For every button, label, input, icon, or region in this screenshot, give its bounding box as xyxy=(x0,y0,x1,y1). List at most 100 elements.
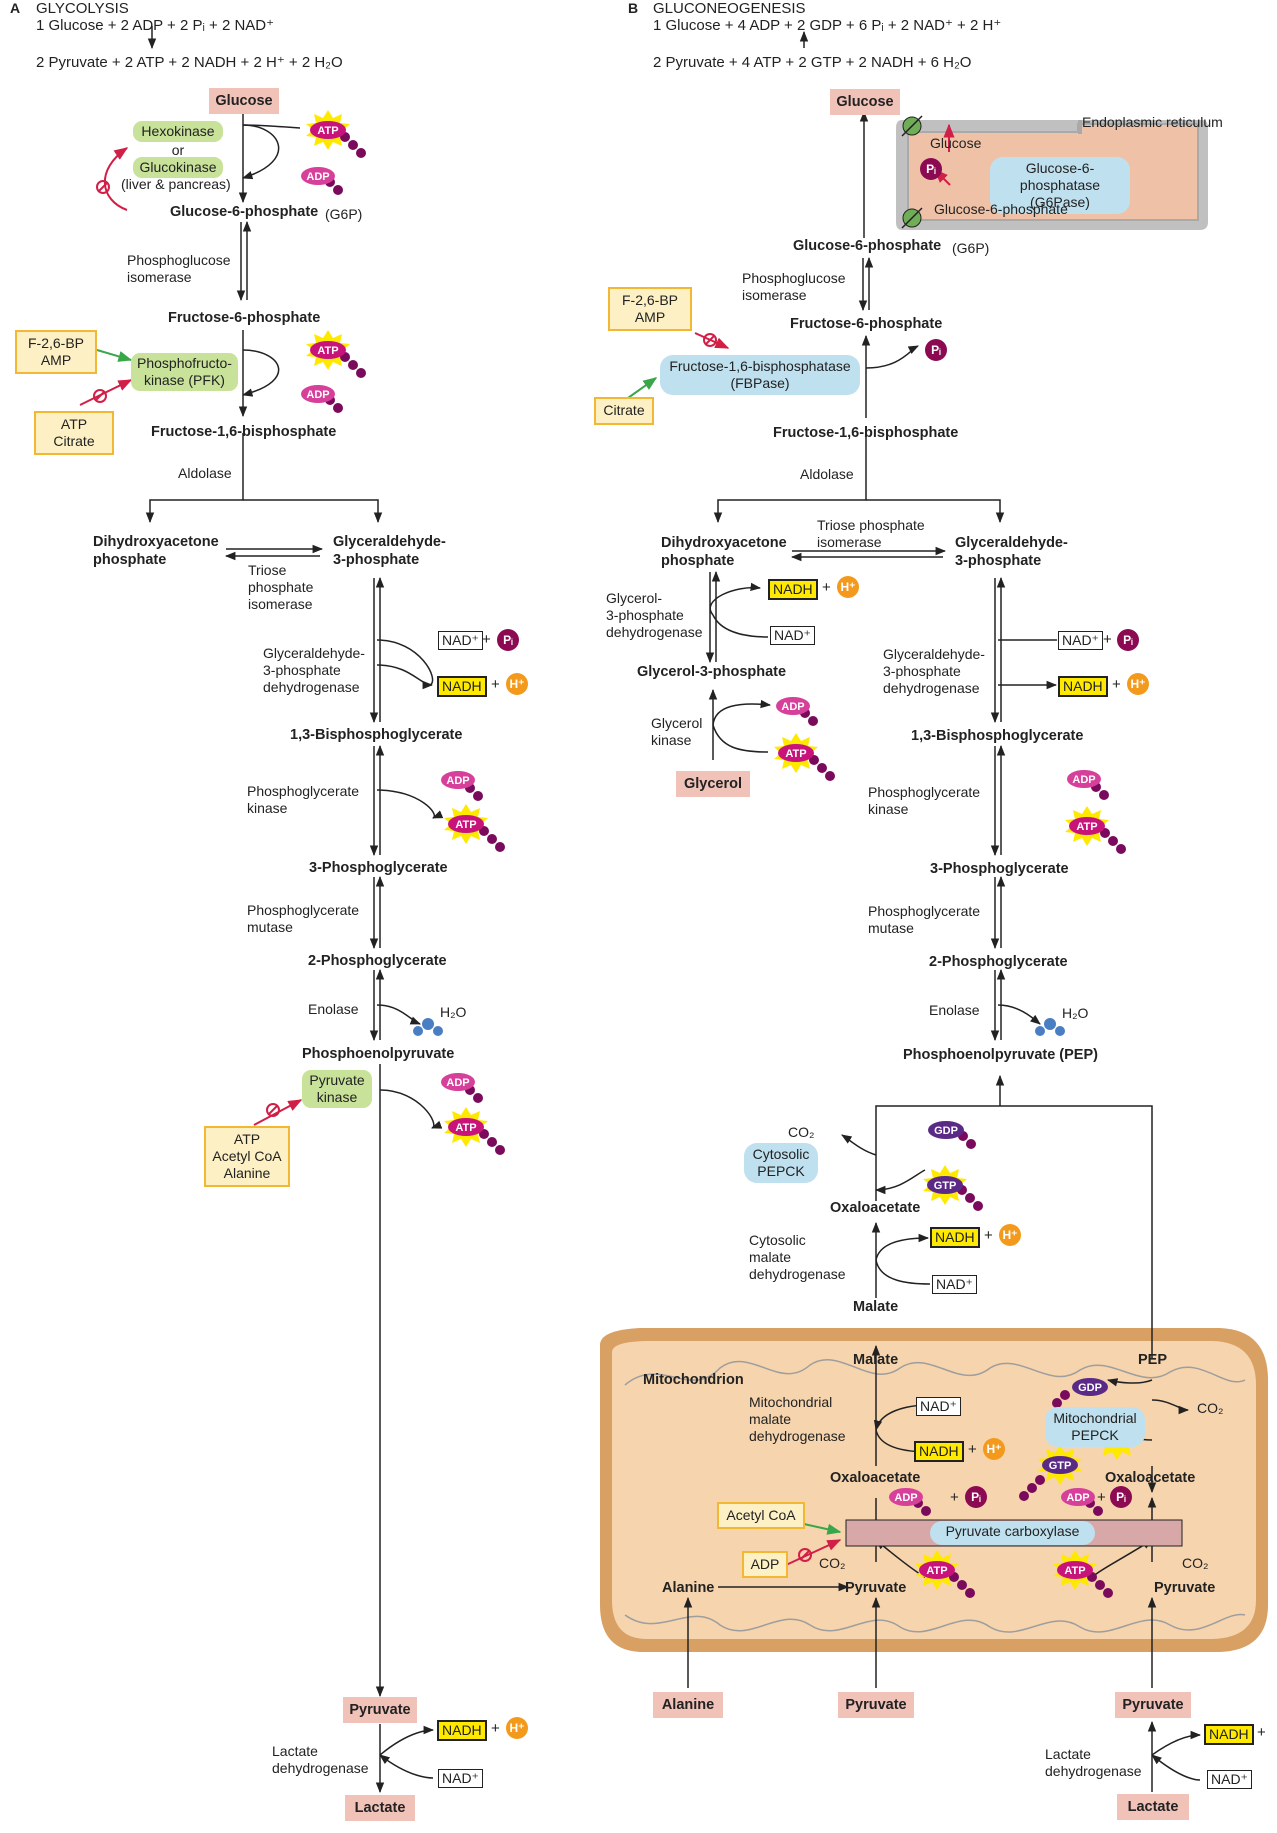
pgi-b-line2: isomerase xyxy=(742,287,807,303)
plus-sign: + xyxy=(491,1720,500,1737)
tpi-line1: Triose xyxy=(248,562,287,578)
nadh-box: NADH xyxy=(914,1441,964,1462)
nad-plus-box: NAD⁺ xyxy=(438,631,483,650)
pi-circle: Pᵢ xyxy=(925,339,947,361)
nad-plus-box: NAD⁺ xyxy=(1058,631,1103,650)
plus-sign: + xyxy=(968,1441,977,1458)
adp-regulator-box: ADP xyxy=(742,1551,788,1578)
fbpase-line2: (FBPase) xyxy=(730,375,790,391)
plus-sign: + xyxy=(1103,631,1112,648)
pi-circle: Pᵢ xyxy=(920,158,942,180)
pg2-label: 2-Phosphoglycerate xyxy=(308,953,447,969)
plus-sign: + xyxy=(984,1227,993,1244)
mito-pep-label: PEP xyxy=(1138,1352,1168,1368)
gluconeogenesis-title: GLUCONEOGENESIS xyxy=(653,0,806,17)
ldh-a-line2: dehydrogenase xyxy=(272,1760,369,1776)
cyto-pepck-line1: Cytosolic xyxy=(752,1146,810,1162)
pgk-line1: Phosphoglycerate xyxy=(247,783,360,799)
h-plus-circle: H⁺ xyxy=(506,1717,528,1739)
liver-pancreas-label: (liver & pancreas) xyxy=(121,176,231,192)
adp-label: ADP xyxy=(894,1492,917,1504)
h2o-label: H₂O xyxy=(1062,1005,1089,1021)
cyto-mdh-line2: malate xyxy=(749,1249,792,1265)
hexokinase-label: Hexokinase xyxy=(133,121,223,142)
gapdh-line1: Glyceraldehyde- xyxy=(263,645,365,661)
gapdh-b-line1: Glyceraldehyde- xyxy=(883,646,985,662)
adp-label: ADP xyxy=(306,171,329,183)
pfk-inhibitor-2: Citrate xyxy=(53,433,95,449)
pep-label: Phosphoenolpyruvate xyxy=(302,1046,455,1062)
glycolysis-arrows xyxy=(145,26,444,1794)
er-g6p-label: Glucose-6-phosphate xyxy=(934,201,1068,217)
atp-label: ATP xyxy=(785,748,806,760)
g6p-label-b: Glucose-6-phosphate xyxy=(793,238,942,254)
glycerol-kinase-line1: Glycerol xyxy=(651,715,703,731)
nad-plus-box: NAD⁺ xyxy=(438,1769,483,1788)
mito-pepck-enzyme: Mitochondrial PEPCK xyxy=(1045,1407,1145,1447)
pyruvate-kinase-enzyme: Pyruvate kinase xyxy=(302,1070,372,1108)
oaa-label: Oxaloacetate xyxy=(830,1200,921,1216)
water-molecule-icon xyxy=(413,1018,1065,1036)
pg3-label: 3-Phosphoglycerate xyxy=(309,860,448,876)
nad-plus-box: NAD⁺ xyxy=(770,626,815,645)
lactate-box-b: Lactate xyxy=(1117,1794,1189,1820)
mito-oaa-left-label: Oxaloacetate xyxy=(830,1470,921,1486)
panel-a-letter: A xyxy=(10,0,21,16)
nad-plus-box: NAD⁺ xyxy=(1207,1770,1252,1789)
nadh-box: NADH xyxy=(437,676,487,697)
adp-label: ADP xyxy=(1066,1492,1089,1504)
gng-equation-top: 1 Glucose + 4 ADP + 2 GDP + 6 Pᵢ + 2 NAD… xyxy=(653,17,1002,34)
pi-circle: Pᵢ xyxy=(1110,1486,1132,1508)
plus-sign: + xyxy=(1257,1724,1266,1741)
tpi-b-line2: isomerase xyxy=(817,534,882,550)
plus-sign: + xyxy=(1097,1489,1106,1506)
pi-circle: Pᵢ xyxy=(965,1486,987,1508)
pk-inhibitor-1: ATP xyxy=(233,1131,261,1147)
plus-sign: + xyxy=(491,676,500,693)
gapdh-b-line3: dehydrogenase xyxy=(883,680,980,696)
h-plus-circle: H⁺ xyxy=(999,1224,1021,1246)
g6pase-enzyme: Glucose-6-phosphatase (G6Pase) xyxy=(990,157,1130,214)
gdp-label: GDP xyxy=(934,1125,958,1137)
bpg13-label-b: 1,3-Bisphosphoglycerate xyxy=(911,728,1084,744)
glycolysis-equation-top: 1 Glucose + 2 ADP + 2 Pᵢ + 2 NAD⁺ xyxy=(36,17,275,34)
pk-inhibitor-2: Acetyl CoA xyxy=(212,1148,282,1164)
co2-label: CO₂ xyxy=(788,1124,815,1140)
ldh-b-line2: dehydrogenase xyxy=(1045,1763,1142,1779)
pk-inhibitor-3: Alanine xyxy=(223,1165,271,1181)
pgm-b-line2: mutase xyxy=(868,920,914,936)
pfk-activator-1: F-2,6-BP xyxy=(27,335,84,351)
glycerol-kinase-line2: kinase xyxy=(651,732,692,748)
f16bp-label-b: Fructose-1,6-bisphosphate xyxy=(773,425,959,441)
tpi-line3: isomerase xyxy=(248,596,313,612)
gluconeogenesis-regulation xyxy=(627,123,955,1566)
cyto-pepck-line2: PEPCK xyxy=(757,1163,805,1179)
g6pase-line2: (G6Pase) xyxy=(1030,194,1090,210)
gapdh-line3: dehydrogenase xyxy=(263,679,360,695)
pfk-activators-box: F-2,6-BP AMP xyxy=(15,330,97,374)
dhap-b-line1: Dihydroxyacetone xyxy=(661,535,787,551)
mito-pyruvate-right-label: Pyruvate xyxy=(1154,1580,1216,1596)
glucose-box-b: Glucose xyxy=(830,89,900,115)
gtp-label: GTP xyxy=(934,1180,957,1192)
fbpase-inhibitor-1: F-2,6-BP xyxy=(621,292,678,308)
cyto-mdh-line3: dehydrogenase xyxy=(749,1266,846,1282)
adp-label: ADP xyxy=(446,775,469,787)
nad-plus-box: NAD⁺ xyxy=(916,1397,961,1416)
pyruvate-box-b-right: Pyruvate xyxy=(1115,1692,1191,1718)
pyruvate-carboxylase-enzyme: Pyruvate carboxylase xyxy=(930,1521,1095,1545)
mito-oaa-right-label: Oxaloacetate xyxy=(1105,1470,1196,1486)
gap-b-line1: Glyceraldehyde- xyxy=(955,535,1068,551)
h-plus-circle: H⁺ xyxy=(837,576,859,598)
pyruvate-box-b-mid: Pyruvate xyxy=(838,1692,914,1718)
malate-label: Malate xyxy=(853,1299,899,1315)
fbpase-inhibitor-2: AMP xyxy=(634,309,666,325)
f6p-label: Fructose-6-phosphate xyxy=(168,310,321,326)
atp-label: ATP xyxy=(317,345,338,357)
mito-pyruvate-mid-label: Pyruvate xyxy=(845,1580,907,1596)
cofactor-ovals xyxy=(301,121,1108,1579)
gap-line1: Glyceraldehyde- xyxy=(333,534,446,550)
plus-sign: + xyxy=(950,1489,959,1506)
enolase-label: Enolase xyxy=(308,1001,359,1017)
pfk-line1: Phosphofructo- xyxy=(137,355,232,371)
